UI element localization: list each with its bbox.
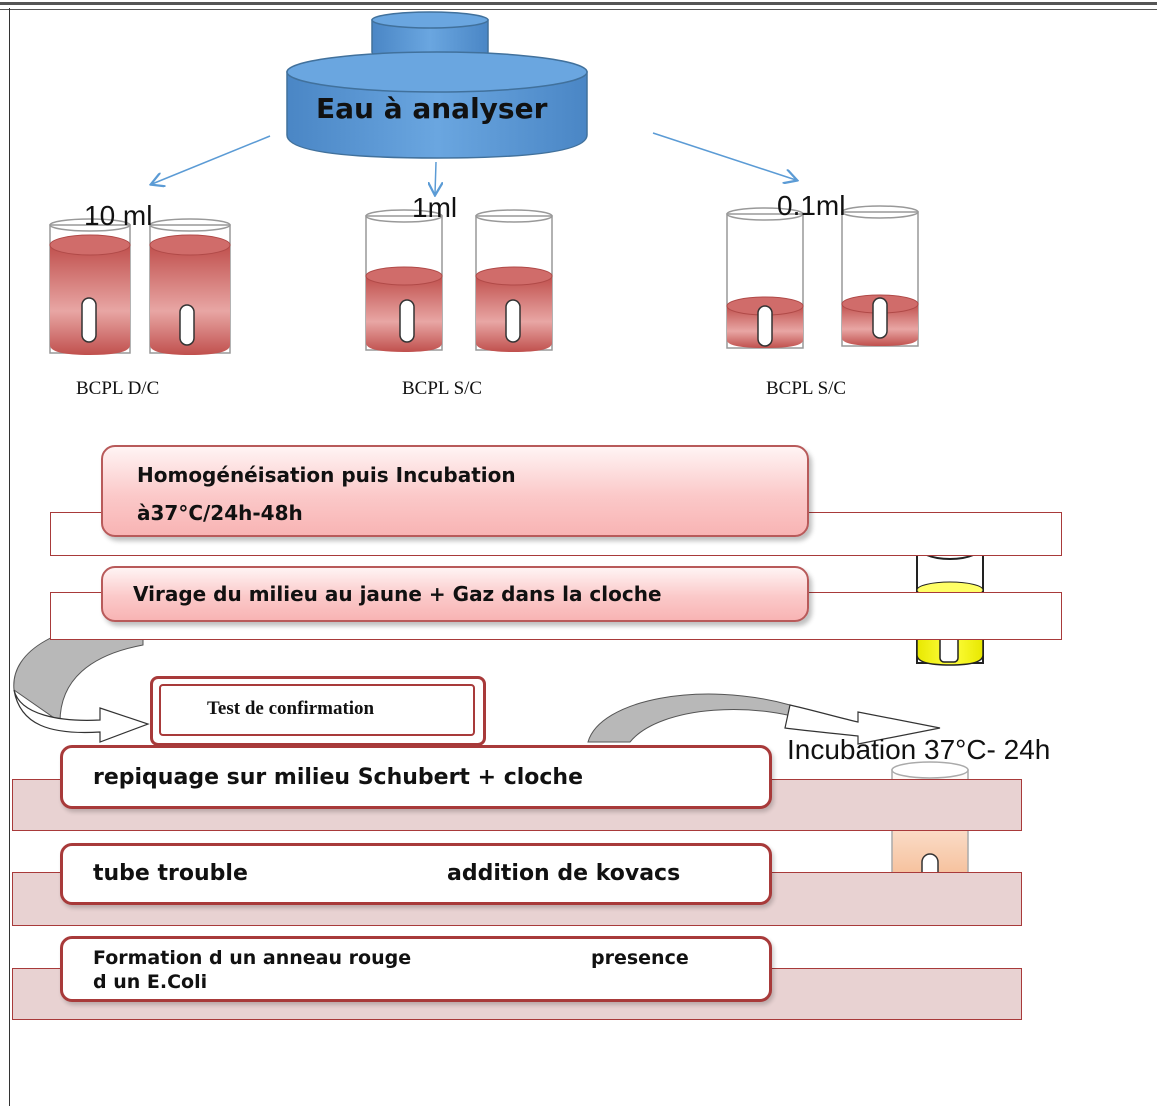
anneau-step-box: Formation d un anneau rouge presence d u… (60, 936, 772, 1002)
confirmation-text: Test de confirmation (207, 698, 375, 719)
water-bottle (286, 11, 588, 159)
arrow-10ml (152, 135, 271, 184)
trouble-step-box: tube trouble addition de kovacs (60, 843, 772, 905)
medium-label-sc-2: BCPL S/C (766, 378, 847, 399)
incubation-line-2: à37°C/24h-48h (137, 501, 303, 525)
medium-label-sc-1: BCPL S/C (402, 378, 483, 399)
trouble-text-left: tube trouble (93, 861, 248, 886)
page-border-top (0, 2, 1157, 10)
repiquage-text: repiquage sur milieu Schubert + cloche (93, 765, 584, 790)
tube-10ml-b (149, 218, 231, 355)
tube-01ml-b (841, 205, 919, 347)
source-label: Eau à analyser (316, 92, 548, 125)
trouble-text-right: addition de kovacs (447, 861, 681, 886)
tube-10ml-a (49, 218, 131, 355)
virage-text: Virage du milieu au jaune + Gaz dans la … (133, 582, 662, 606)
anneau-text-left: Formation d un anneau rouge (93, 947, 412, 969)
virage-step-box: Virage du milieu au jaune + Gaz dans la … (101, 566, 809, 622)
curved-arrow-right (587, 693, 941, 745)
repiquage-step-box: repiquage sur milieu Schubert + cloche (60, 745, 772, 809)
arrow-01ml (652, 132, 796, 180)
incubation-line-1: Homogénéisation puis Incubation (137, 463, 516, 487)
anneau-text-right: presence (591, 947, 689, 969)
tube-01ml-a (726, 207, 804, 349)
page-border-left (9, 8, 10, 1106)
medium-label-dc: BCPL D/C (76, 378, 160, 399)
incubation-note: Incubation 37°C- 24h (787, 734, 1051, 765)
anneau-text-line2: d un E.Coli (93, 971, 208, 993)
tube-1ml-a (365, 209, 443, 352)
volume-label-01ml: 0.1ml (777, 190, 846, 221)
curved-arrow-left (13, 617, 150, 743)
tube-1ml-b (475, 209, 553, 352)
volume-label-10ml: 10 ml (84, 200, 153, 231)
confirmation-box: Test de confirmation (150, 676, 486, 746)
arrow-1ml (435, 161, 436, 194)
volume-label-1ml: 1ml (412, 192, 458, 223)
incubation-step-box: Homogénéisation puis Incubation à37°C/24… (101, 445, 809, 537)
confirmation-inner: Test de confirmation (159, 684, 475, 736)
